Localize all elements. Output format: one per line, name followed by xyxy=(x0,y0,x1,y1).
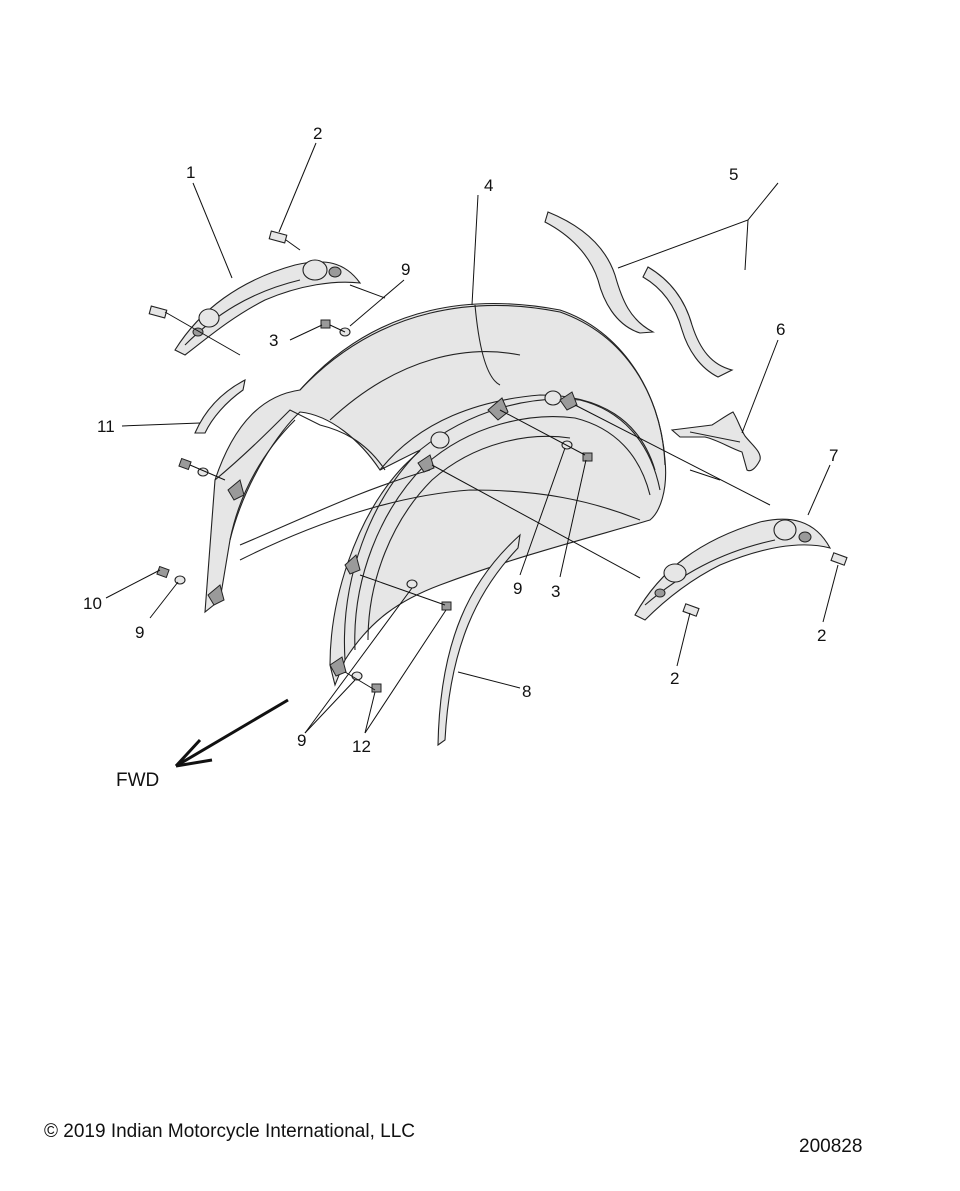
copyright-notice: © 2019 Indian Motorcycle International, … xyxy=(44,1121,415,1142)
callout-7: 7 xyxy=(829,446,838,465)
callout-2: 2 xyxy=(670,669,679,688)
fender-rail-left-part-1 xyxy=(174,259,362,356)
callout-labels: 1 2 4 5 9 3 6 11 7 9 3 10 9 2 2 8 9 12 xyxy=(83,124,838,756)
callout-6: 6 xyxy=(776,320,785,339)
callout-2: 2 xyxy=(313,124,322,143)
callout-1: 1 xyxy=(186,163,195,182)
figure-number: 200828 xyxy=(799,1136,863,1157)
callout-2: 2 xyxy=(817,626,826,645)
callout-12: 12 xyxy=(352,737,371,756)
emblem-part-6 xyxy=(670,411,761,472)
callout-4: 4 xyxy=(484,176,493,195)
hardware xyxy=(148,230,848,693)
small-trim-part-11 xyxy=(194,378,246,434)
forward-direction-arrow: FWD xyxy=(116,698,289,791)
callout-9: 9 xyxy=(297,731,306,750)
callout-9: 9 xyxy=(401,260,410,279)
fender-rail-right-part-7 xyxy=(634,518,832,621)
trim-strips-part-5 xyxy=(544,211,734,378)
rear-fender-part-4 xyxy=(204,302,667,687)
callout-10: 10 xyxy=(83,594,102,613)
callout-9: 9 xyxy=(135,623,144,642)
lower-trim-part-8 xyxy=(437,533,521,747)
callout-5: 5 xyxy=(729,165,738,184)
callout-leaders xyxy=(105,142,839,734)
callout-3: 3 xyxy=(269,331,278,350)
callout-8: 8 xyxy=(522,682,531,701)
callout-11: 11 xyxy=(97,417,115,436)
callout-3: 3 xyxy=(551,582,560,601)
fwd-label: FWD xyxy=(116,770,159,791)
callout-9: 9 xyxy=(513,579,522,598)
